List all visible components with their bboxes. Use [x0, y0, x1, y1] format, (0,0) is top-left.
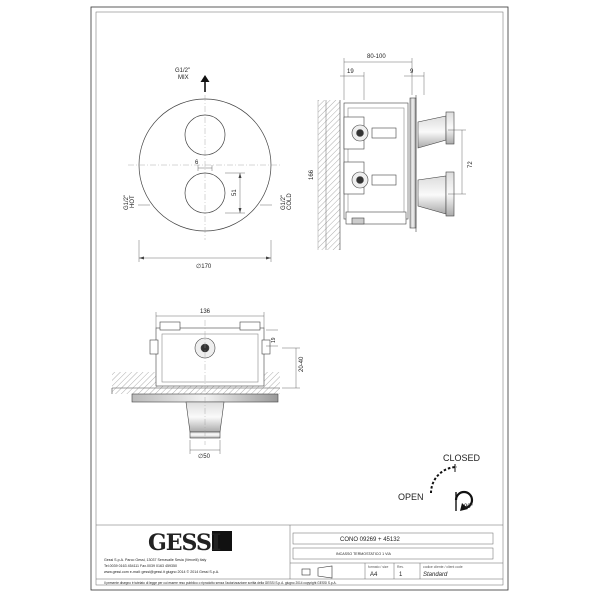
- open-label: OPEN: [398, 492, 424, 502]
- cold-sub-label: COLD: [287, 193, 293, 210]
- format-value: A4: [370, 572, 378, 578]
- side-dim-9: 9: [410, 69, 414, 75]
- lower-knob-side: [417, 175, 447, 215]
- side-dim-80-100: 80-100: [367, 54, 386, 60]
- svg-text:GESSI: GESSI: [148, 530, 221, 556]
- company-web: www.gessi.com e-mail: gessi@gessi.it giu…: [104, 570, 219, 574]
- side-dim-72: 72: [468, 161, 474, 168]
- top-dim-20-40: 20-40: [299, 356, 305, 372]
- side-faceplate: [409, 97, 417, 229]
- side-dim-166: 166: [309, 169, 315, 180]
- product-description: INCASSO TERMOSTATICO 1 VIA: [336, 552, 392, 556]
- client-code-value: Standard: [423, 572, 448, 578]
- rotation-arc-icon: [430, 466, 458, 494]
- rev-label: Rev.: [397, 565, 404, 569]
- disclaimer: Il presente disegno è tutelato di legge …: [104, 581, 337, 585]
- gessi-logo: GESSI: [148, 530, 232, 556]
- mix-sub-label: MIX: [178, 75, 189, 81]
- front-diameter-dim: ∅170: [196, 263, 212, 270]
- side-dim-19: 19: [347, 69, 354, 75]
- sheet-inner-border: [95, 11, 504, 586]
- top-view: [111, 312, 300, 454]
- front-dim-51: 51: [232, 189, 238, 196]
- title-block: [96, 524, 503, 580]
- mix-arrow-icon: [200, 75, 210, 92]
- front-view: [128, 95, 282, 262]
- format-label: formato / size: [368, 565, 388, 569]
- angle-label: 90°: [464, 504, 474, 510]
- company-phone: Tel.0039 0163 454111 Fax.0039 0163 45935…: [104, 564, 177, 568]
- product-code: CONO 09269 + 45132: [340, 537, 401, 543]
- operation-diagram: CLOSED OPEN 90°: [398, 453, 481, 511]
- top-dim-diameter: ∅50: [198, 453, 211, 460]
- mix-label: G1/2": [175, 68, 190, 74]
- side-view: [317, 58, 466, 250]
- hot-sub-label: HOT: [130, 195, 136, 208]
- closed-label: CLOSED: [443, 453, 481, 463]
- front-dim-6: 6: [195, 160, 199, 166]
- rotate-handle-icon: [454, 490, 474, 511]
- hot-label: G1/2": [124, 195, 130, 210]
- company-address: Gessi S.p.A. Parco Gessi, 13037 Serraval…: [104, 558, 206, 562]
- top-dim-136: 136: [200, 309, 211, 315]
- rev-value: 1: [399, 572, 403, 578]
- upper-knob-side: [417, 115, 447, 149]
- top-dim-19: 19: [271, 337, 277, 343]
- client-code-label: codice cliente / client code: [423, 565, 463, 569]
- sheet-border: [90, 6, 509, 591]
- wall-section-left: [318, 100, 340, 250]
- cold-label: G1/2": [281, 195, 287, 210]
- projection-symbol-icon: [301, 565, 333, 579]
